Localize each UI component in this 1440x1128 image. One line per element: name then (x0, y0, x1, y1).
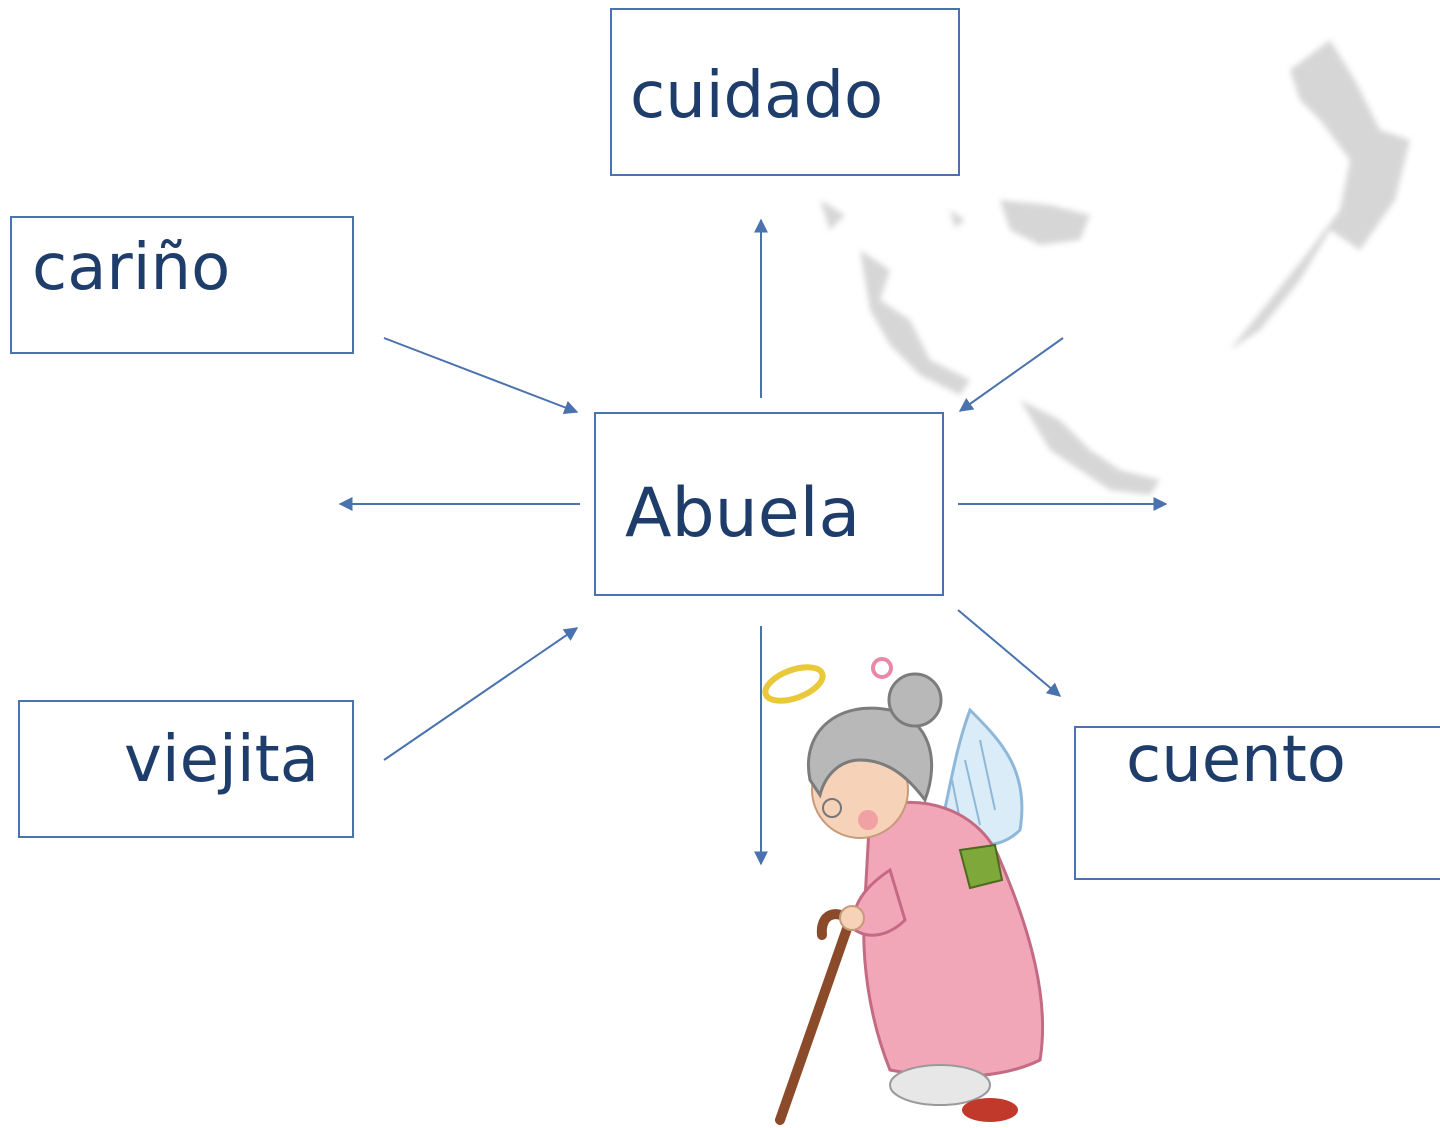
node-label-cuidado: cuidado (630, 59, 884, 133)
grandmother-angel-icon (762, 657, 1045, 1125)
node-box-cuento (1074, 726, 1440, 880)
center-box-abuela (594, 412, 944, 596)
center-label-abuela: Abuela (625, 474, 861, 553)
bahamas-islands-map-icon (820, 40, 1410, 495)
arrow-from-viejita (383, 627, 579, 761)
node-box-viejita (18, 700, 354, 838)
arrow-from-carino (383, 337, 579, 415)
arrow-from-top-right (958, 337, 1064, 412)
node-box-cuidado (610, 8, 960, 176)
arrow-to-cuento (957, 609, 1062, 697)
node-box-carino (10, 216, 354, 354)
node-label-viejita: viejita (124, 723, 319, 797)
node-label-cuento: cuento (1126, 723, 1346, 797)
node-label-carino: cariño (32, 231, 231, 305)
